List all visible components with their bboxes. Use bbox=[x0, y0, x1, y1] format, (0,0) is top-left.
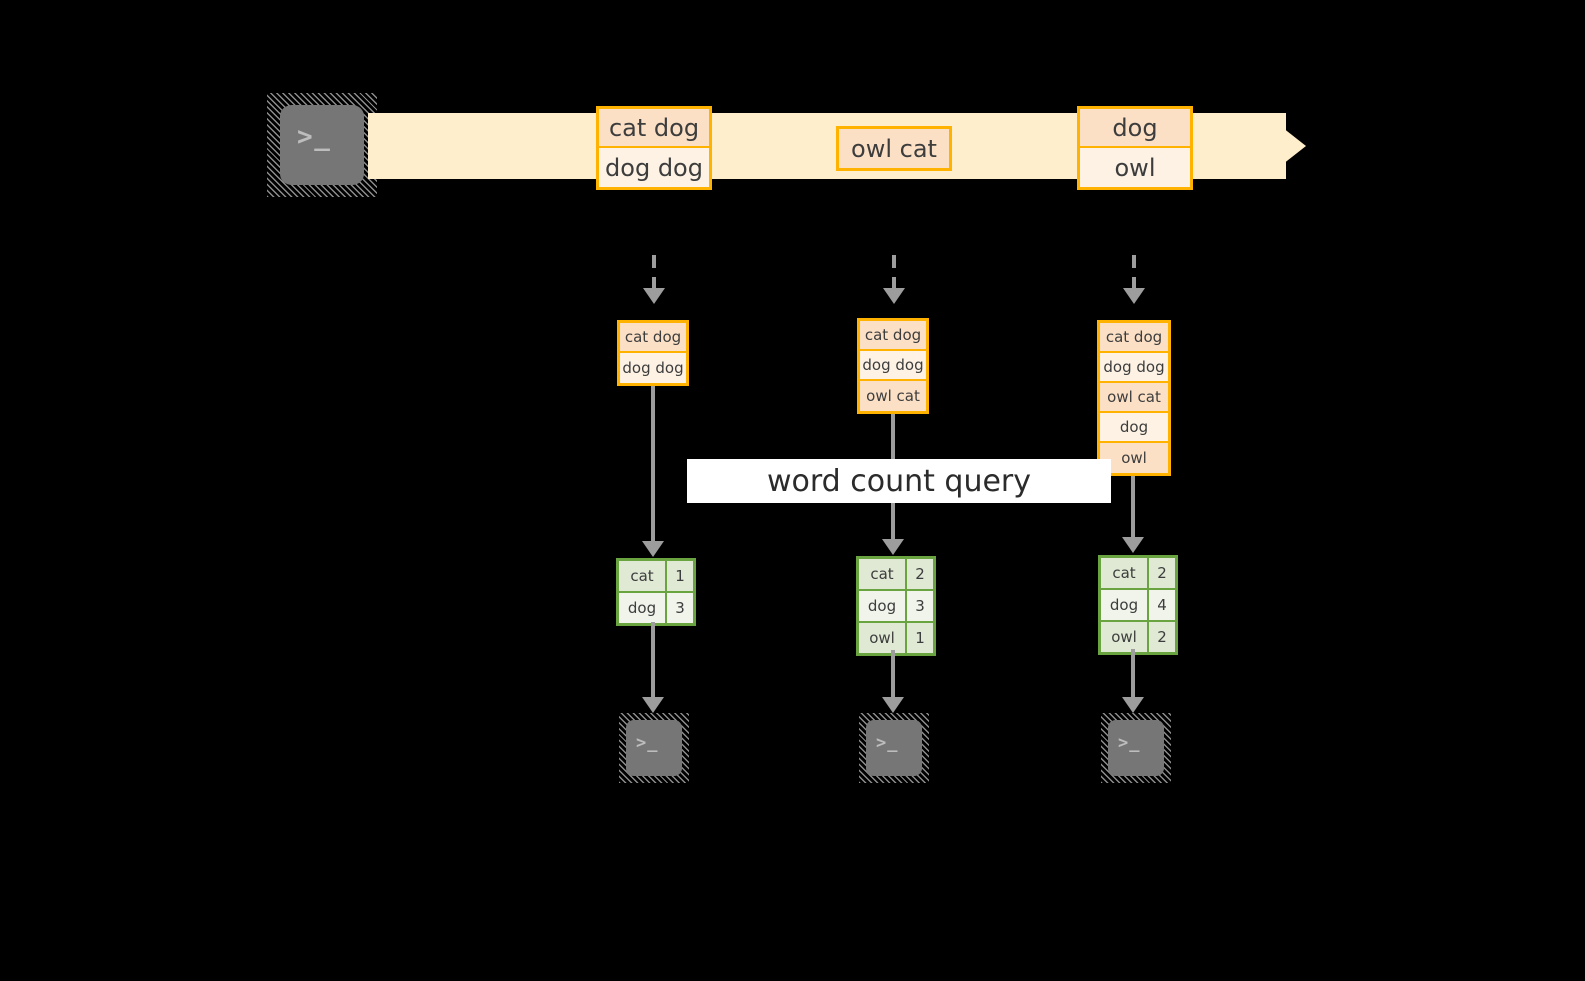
source-terminal-icon: >_ bbox=[267, 93, 377, 197]
result-table: cat 2 dog 4 owl 2 bbox=[1098, 555, 1178, 655]
accumulated-line: dog dog bbox=[620, 353, 686, 383]
event-stream-arrowhead bbox=[1264, 113, 1306, 179]
stream-event-box: cat dog dog dog bbox=[596, 106, 712, 190]
word-cell: cat bbox=[859, 559, 907, 589]
accumulated-line: cat dog bbox=[620, 323, 686, 353]
accumulated-line: owl bbox=[1100, 443, 1168, 473]
terminal-prompt-glyph: >_ bbox=[297, 122, 332, 152]
stream-to-state-connector bbox=[1132, 255, 1136, 292]
result-to-sink-arrowhead bbox=[882, 697, 904, 713]
table-row: cat 2 bbox=[1101, 558, 1175, 590]
result-to-sink-connector bbox=[651, 622, 655, 697]
state-to-result-connector bbox=[651, 386, 655, 541]
stream-event-line: dog dog bbox=[599, 148, 709, 187]
stream-event-box: owl cat bbox=[836, 126, 952, 171]
accumulated-line: dog dog bbox=[1100, 353, 1168, 383]
sink-terminal-icon: >_ bbox=[619, 713, 689, 783]
result-to-sink-connector bbox=[1131, 649, 1135, 697]
stream-event-line: dog bbox=[1080, 109, 1190, 148]
stream-event-line: cat dog bbox=[599, 109, 709, 148]
table-row: owl 2 bbox=[1101, 622, 1175, 652]
state-to-result-arrowhead bbox=[642, 541, 664, 557]
table-row: dog 4 bbox=[1101, 590, 1175, 622]
accumulated-line: dog dog bbox=[860, 351, 926, 381]
accumulated-line: cat dog bbox=[860, 321, 926, 351]
word-cell: dog bbox=[619, 593, 667, 623]
result-to-sink-arrowhead bbox=[1122, 697, 1144, 713]
word-cell: dog bbox=[859, 591, 907, 621]
result-to-sink-arrowhead bbox=[642, 697, 664, 713]
terminal-prompt-glyph: >_ bbox=[1118, 733, 1141, 753]
word-cell: dog bbox=[1101, 590, 1149, 620]
stream-event-box: dog owl bbox=[1077, 106, 1193, 190]
word-cell: cat bbox=[619, 561, 667, 591]
stream-to-state-arrowhead bbox=[643, 288, 665, 304]
stream-to-state-connector bbox=[652, 255, 656, 292]
accumulated-line: dog bbox=[1100, 413, 1168, 443]
terminal-prompt-glyph: >_ bbox=[636, 733, 659, 753]
stream-to-state-connector bbox=[892, 255, 896, 292]
accumulated-line: owl cat bbox=[1100, 383, 1168, 413]
word-cell: owl bbox=[859, 623, 907, 653]
state-to-result-arrowhead bbox=[882, 539, 904, 555]
stream-to-state-arrowhead bbox=[1123, 288, 1145, 304]
count-cell: 2 bbox=[907, 559, 933, 589]
table-row: cat 1 bbox=[619, 561, 693, 593]
stream-event-line: owl bbox=[1080, 148, 1190, 187]
table-row: dog 3 bbox=[859, 591, 933, 623]
result-table: cat 2 dog 3 owl 1 bbox=[856, 556, 936, 656]
accumulated-line: owl cat bbox=[860, 381, 926, 411]
terminal-body bbox=[866, 720, 922, 776]
accumulated-line: cat dog bbox=[1100, 323, 1168, 353]
count-cell: 2 bbox=[1149, 558, 1175, 588]
table-row: owl 1 bbox=[859, 623, 933, 653]
count-cell: 3 bbox=[907, 591, 933, 621]
word-cell: owl bbox=[1101, 622, 1149, 652]
result-table: cat 1 dog 3 bbox=[616, 558, 696, 626]
sink-terminal-icon: >_ bbox=[1101, 713, 1171, 783]
terminal-body bbox=[280, 105, 364, 185]
terminal-body bbox=[626, 720, 682, 776]
accumulated-state-box: cat dog dog dog owl cat bbox=[857, 318, 929, 414]
count-cell: 2 bbox=[1149, 622, 1175, 652]
count-cell: 4 bbox=[1149, 590, 1175, 620]
count-cell: 1 bbox=[667, 561, 693, 591]
count-cell: 1 bbox=[907, 623, 933, 653]
terminal-prompt-glyph: >_ bbox=[876, 733, 899, 753]
word-cell: cat bbox=[1101, 558, 1149, 588]
count-cell: 3 bbox=[667, 593, 693, 623]
result-to-sink-connector bbox=[891, 650, 895, 697]
table-row: cat 2 bbox=[859, 559, 933, 591]
query-label: word count query bbox=[687, 459, 1111, 503]
accumulated-state-box: cat dog dog dog bbox=[617, 320, 689, 386]
state-to-result-connector bbox=[1131, 476, 1135, 537]
terminal-body bbox=[1108, 720, 1164, 776]
state-to-result-arrowhead bbox=[1122, 537, 1144, 553]
table-row: dog 3 bbox=[619, 593, 693, 623]
stream-event-line: owl cat bbox=[839, 129, 949, 168]
sink-terminal-icon: >_ bbox=[859, 713, 929, 783]
accumulated-state-box: cat dog dog dog owl cat dog owl bbox=[1097, 320, 1171, 476]
stream-to-state-arrowhead bbox=[883, 288, 905, 304]
